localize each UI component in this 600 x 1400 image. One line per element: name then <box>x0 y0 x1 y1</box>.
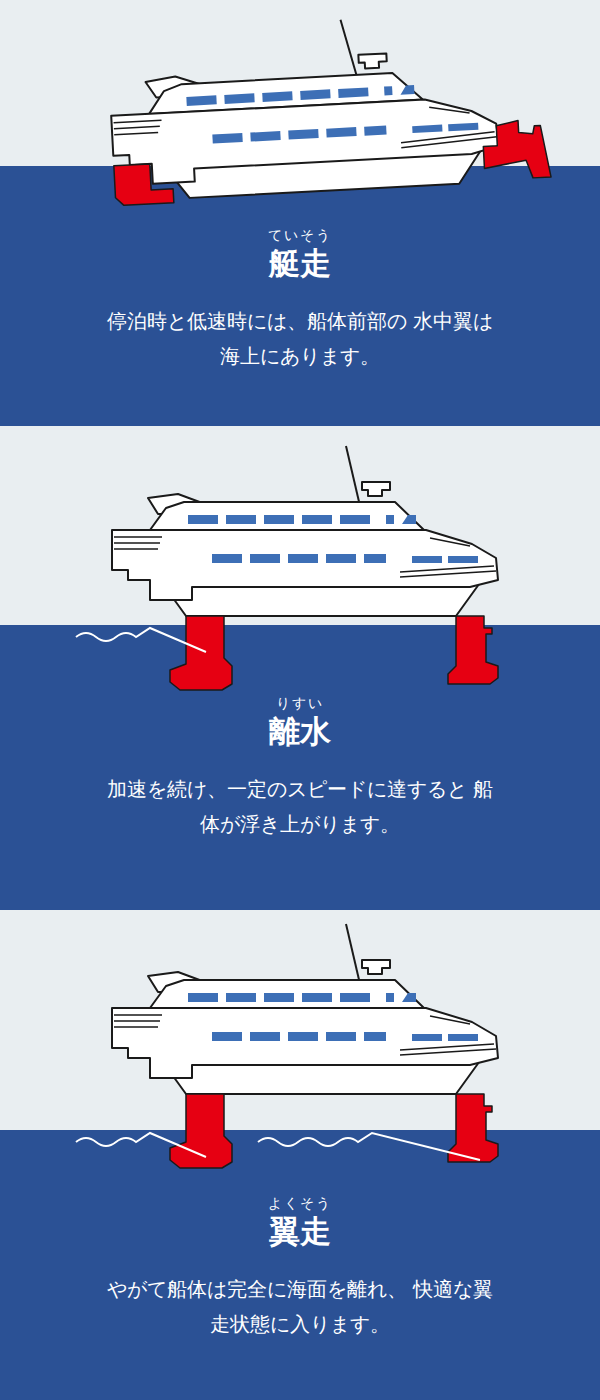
stage-band: ていそう艇走停泊時と低速時には、船体前部の 水中翼は海上にあります。 <box>0 226 600 374</box>
stage-description: 加速を続け、一定のスピードに達すると 船体が浮き上がります。 <box>100 772 500 842</box>
sky <box>0 428 600 625</box>
furigana: よくそう <box>30 1194 570 1212</box>
furigana: りすい <box>30 694 570 712</box>
furigana: ていそう <box>30 226 570 244</box>
stage-description: 停泊時と低速時には、船体前部の 水中翼は海上にあります。 <box>100 304 500 374</box>
stage-description: やがて船体は完全に海面を離れ、 快適な翼走状態に入ります。 <box>100 1272 500 1342</box>
sea <box>0 625 600 910</box>
hydrofoil-ship <box>112 446 498 690</box>
sea <box>0 1130 600 1400</box>
hydrofoil-ship <box>107 9 552 206</box>
wave <box>76 1133 206 1157</box>
stage-title: 離水 <box>30 712 570 750</box>
wave <box>258 1133 480 1160</box>
sea <box>0 166 600 426</box>
stage-band: りすい離水加速を続け、一定のスピードに達すると 船体が浮き上がります。 <box>0 694 600 842</box>
hydrofoil-ship <box>112 924 498 1168</box>
wave <box>76 628 206 652</box>
sky <box>0 910 600 1130</box>
stage-band: よくそう翼走やがて船体は完全に海面を離れ、 快適な翼走状態に入ります。 <box>0 1194 600 1342</box>
stage-title: 翼走 <box>30 1212 570 1250</box>
stage-title: 艇走 <box>30 244 570 282</box>
